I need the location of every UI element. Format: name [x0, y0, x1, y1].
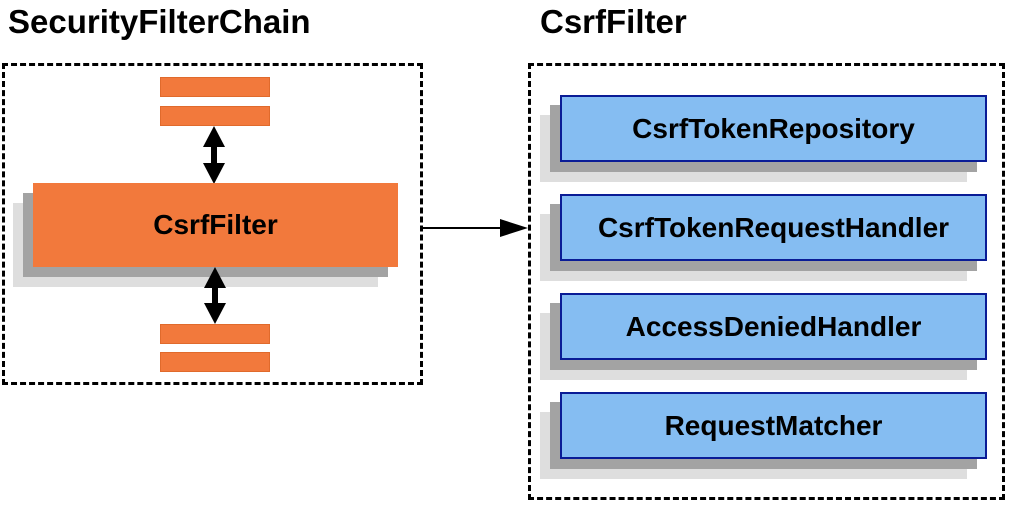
- security-filter-chain-panel: [2, 63, 423, 385]
- flow-arrow-right-icon: [423, 219, 528, 237]
- component-box-csrf-token-request-handler: CsrfTokenRequestHandler: [560, 194, 987, 261]
- csrf-filter-box: CsrfFilter: [33, 183, 398, 267]
- filter-placeholder-bar: [160, 106, 270, 126]
- filter-placeholder-bar: [160, 77, 270, 97]
- right-panel-title: CsrfFilter: [540, 3, 687, 40]
- csrf-filter-panel: [528, 63, 1005, 500]
- bidirectional-arrow-icon: [203, 126, 225, 184]
- filter-placeholder-bar: [160, 352, 270, 372]
- left-panel-title: SecurityFilterChain: [8, 3, 311, 40]
- component-box-access-denied-handler: AccessDeniedHandler: [560, 293, 987, 360]
- bidirectional-arrow-icon: [204, 267, 226, 324]
- component-box-csrf-token-repository: CsrfTokenRepository: [560, 95, 987, 162]
- component-box-request-matcher: RequestMatcher: [560, 392, 987, 459]
- filter-placeholder-bar: [160, 324, 270, 344]
